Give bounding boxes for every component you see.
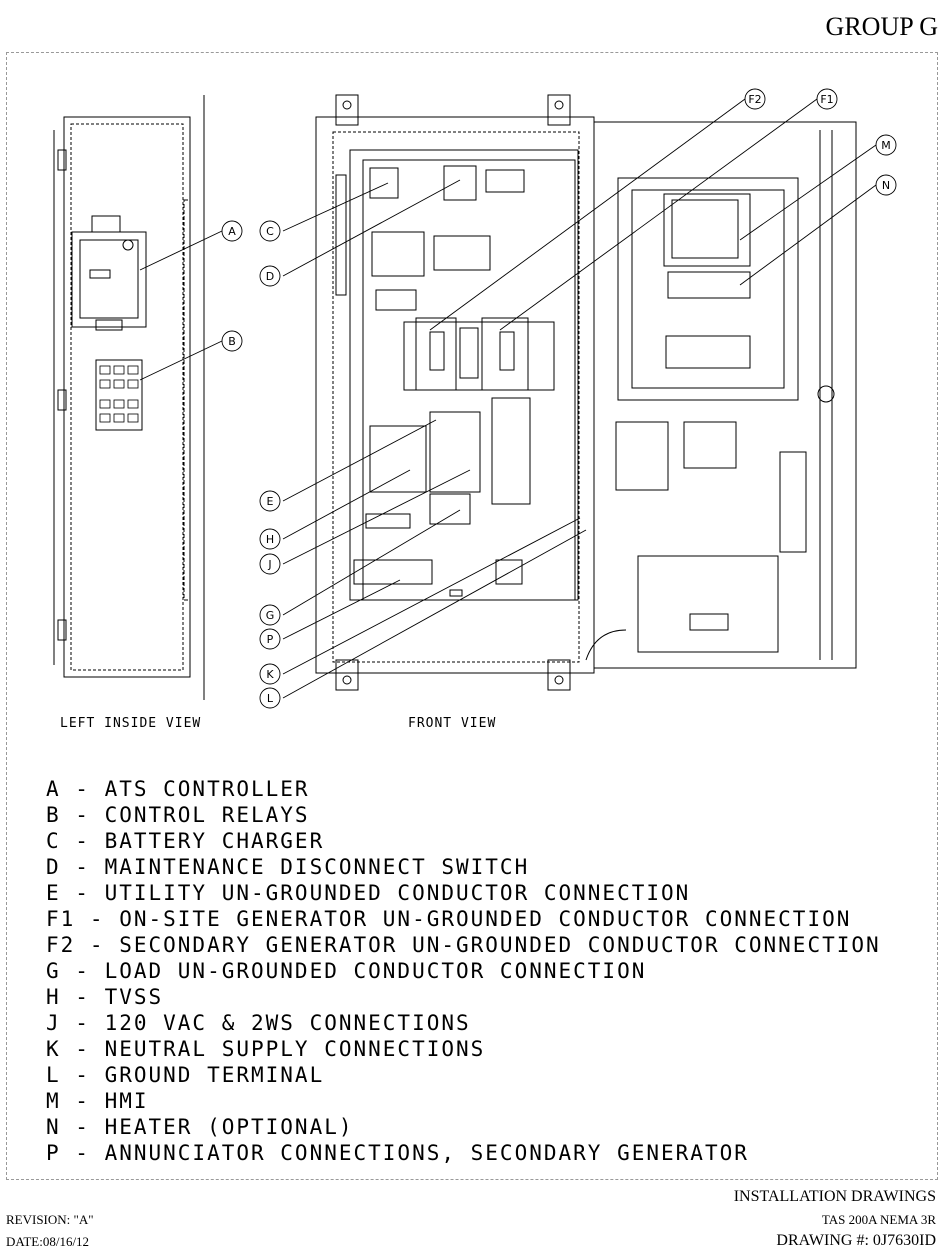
ats-controller-graphic — [71, 215, 147, 331]
callout-m — [875, 134, 897, 156]
leader-lines — [139, 98, 877, 699]
callout-h — [259, 528, 281, 550]
control-relays-graphic — [95, 359, 143, 431]
legend-item: G - LOAD UN-GROUNDED CONDUCTOR CONNECTIO… — [46, 959, 647, 983]
main-enclosure — [315, 94, 595, 691]
callout-d — [259, 265, 281, 287]
callout-label-p: P — [267, 633, 274, 646]
legend-item: E - UTILITY UN-GROUNDED CONDUCTOR CONNEC… — [46, 881, 691, 905]
callout-b — [221, 330, 243, 352]
callout-f1 — [816, 88, 838, 110]
callout-k — [259, 663, 281, 685]
callout-label-k: K — [266, 668, 274, 681]
callout-label-m: M — [881, 139, 891, 152]
callout-j — [259, 553, 281, 575]
model-number: TAS 200A NEMA 3R — [821, 1212, 936, 1227]
callout-f2 — [744, 88, 766, 110]
internal-components — [335, 165, 531, 597]
callout-label-d: D — [266, 270, 274, 283]
open-door — [585, 121, 857, 669]
date: DATE:08/16/12 — [6, 1234, 90, 1249]
revision: REVISION: "A" — [6, 1212, 94, 1227]
legend-item: H - TVSS — [46, 985, 164, 1009]
legend-item: L - GROUND TERMINAL — [46, 1063, 325, 1087]
left-inside-view-label: LEFT INSIDE VIEW — [60, 716, 202, 731]
drawing-title: INSTALLATION DRAWINGS — [733, 1188, 936, 1205]
legend-item: J - 120 VAC & 2WS CONNECTIONS — [46, 1011, 471, 1035]
callout-label-j: J — [267, 558, 271, 571]
callout-c — [259, 220, 281, 242]
callout-a — [221, 220, 243, 242]
callout-label-f1: F1 — [820, 93, 833, 106]
callout-p — [259, 628, 281, 650]
callout-e — [259, 490, 281, 512]
callout-labels: A B C D E F1 F2 G H J K L M N P — [228, 93, 891, 705]
callout-l — [259, 687, 281, 709]
drawing-number: DRAWING #: 0J7630ID — [776, 1232, 936, 1249]
callouts — [221, 88, 897, 709]
breakers-graphic — [403, 317, 555, 391]
legend-item: D - MAINTENANCE DISCONNECT SWITCH — [46, 855, 530, 879]
front-view-label: FRONT VIEW — [408, 716, 497, 731]
legend-list: A - ATS CONTROLLER B - CONTROL RELAYS C … — [46, 776, 881, 1166]
callout-g — [259, 604, 281, 626]
callout-label-g: G — [266, 609, 275, 622]
legend-item: C - BATTERY CHARGER — [46, 829, 325, 853]
callout-label-f2: F2 — [748, 93, 761, 106]
callout-label-c: C — [266, 225, 274, 238]
legend-item: F2 - SECONDARY GENERATOR UN-GROUNDED CON… — [46, 933, 881, 957]
callout-n — [875, 174, 897, 196]
drawing-frame — [6, 52, 938, 1180]
callout-label-h: H — [266, 533, 274, 546]
callout-label-a: A — [228, 225, 236, 238]
legend-item: P - ANNUNCIATOR CONNECTIONS, SECONDARY G… — [46, 1141, 749, 1165]
legend-item: K - NEUTRAL SUPPLY CONNECTIONS — [46, 1037, 486, 1061]
legend-item: B - CONTROL RELAYS — [46, 803, 310, 827]
callout-label-b: B — [228, 335, 236, 348]
callout-label-n: N — [882, 179, 890, 192]
legend-item: N - HEATER (OPTIONAL) — [46, 1115, 354, 1139]
callout-label-e: E — [267, 495, 274, 508]
legend-item: F1 - ON-SITE GENERATOR UN-GROUNDED CONDU… — [46, 907, 852, 931]
left-door — [53, 95, 205, 700]
legend-item: M - HMI — [46, 1089, 149, 1113]
group-title: GROUP G — [825, 12, 938, 41]
enclosure-drawing: A B C D E F1 F2 G H J K L M N P — [53, 88, 897, 709]
callout-label-l: L — [267, 692, 274, 705]
legend-item: A - ATS CONTROLLER — [46, 777, 310, 801]
